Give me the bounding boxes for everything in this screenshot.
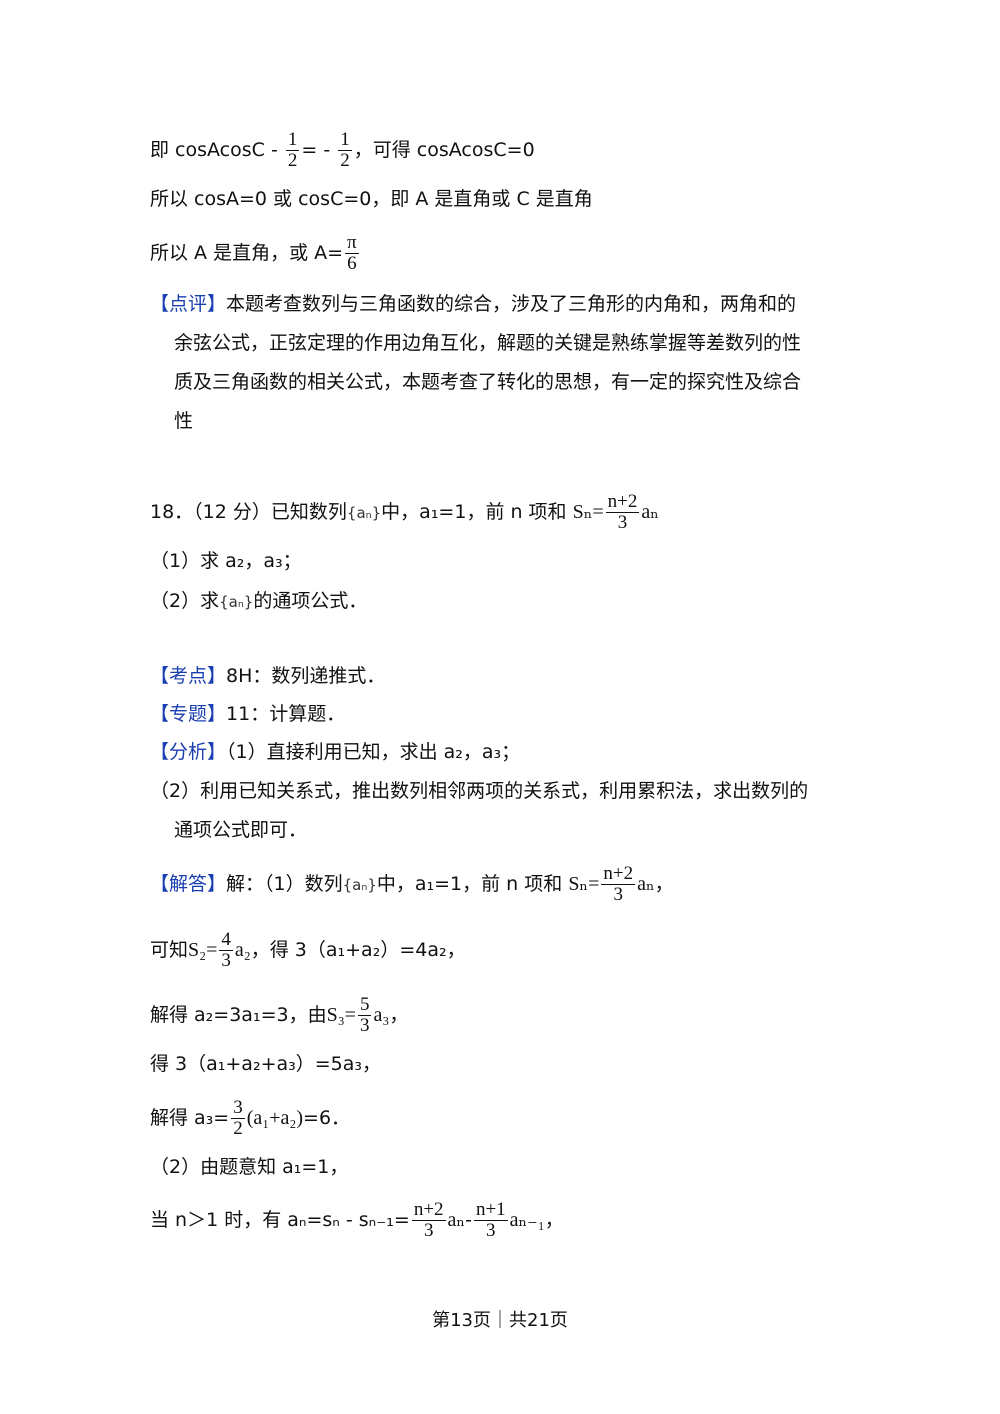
solution-line-6: （2）由题意知 a₁=1， (150, 1156, 349, 1178)
comment-line-3: 质及三角函数的相关公式，本题考查了转化的思想，有一定的探究性及综合 (174, 371, 802, 393)
line-text: ，得 3（a₁+a₂）=4a₂， (250, 939, 466, 961)
page-footer: 第13页｜共21页 (432, 1310, 568, 1331)
line-text: 所以 A 是直角，或 A= (150, 242, 344, 264)
fraction-numerator: n+1 (473, 1199, 508, 1221)
line-text: 8H：数列递推式． (226, 665, 386, 687)
line-text: ， (389, 1004, 409, 1026)
line-text: 中，a₁=1，前 n 项和 (381, 501, 567, 523)
line-text: 解得 a₃= (150, 1107, 230, 1129)
line-text: 即 cosAcosC - (150, 139, 278, 161)
line-text: 当 n＞1 时，有 aₙ=sₙ - sₙ₋₁= (150, 1209, 410, 1231)
line-text: 本题考查数列与三角函数的综合，涉及了三角形的内角和，两角和的 (226, 293, 797, 315)
sequence-symbol: {aₙ} (219, 593, 254, 611)
math-symbol: S₂= (188, 939, 218, 961)
line-text: 可知 (150, 939, 189, 961)
line-text: - (465, 1209, 472, 1231)
sequence-symbol: {aₙ} (342, 876, 377, 894)
fenxi-tag: 【分析】 (150, 741, 227, 763)
fraction-denominator: 3 (359, 1015, 370, 1036)
line-text: =6． (303, 1107, 351, 1129)
line-text: 11：计算题． (226, 703, 346, 725)
math-symbol: Sₙ= (572, 501, 604, 523)
fraction-denominator: 3 (486, 1220, 496, 1241)
fraction-numerator: 4 (219, 929, 233, 951)
comment-line-1: 【点评】本题考查数列与三角函数的综合，涉及了三角形的内角和，两角和的 (150, 290, 796, 318)
math-expression: (a₁+a₂) (246, 1107, 304, 1129)
fraction-numerator: n+2 (601, 863, 636, 885)
math-symbol: aₙ (447, 1209, 466, 1231)
fraction-denominator: 3 (613, 884, 623, 905)
question-2: （2）求{aₙ}的通项公式． (150, 587, 367, 616)
math-symbol: aₙ (637, 873, 655, 895)
fraction-denominator: 2 (287, 150, 298, 171)
fenxi-line-2: （2）利用已知关系式，推出数列相邻两项的关系式，利用累积法，求出数列的 (150, 780, 809, 802)
fraction-numerator: π (345, 232, 359, 254)
line-text: ，可得 cosAcosC=0 (353, 139, 535, 161)
kaodian-line: 【考点】8H：数列递推式． (150, 662, 385, 690)
zhuanti-tag: 【专题】 (150, 703, 227, 725)
line-text: 解得 a₂=3a₁=3，由 (150, 1004, 327, 1026)
zhuanti-line: 【专题】11：计算题． (150, 700, 345, 728)
math-symbol: aₙ (641, 501, 659, 523)
fenxi-line-1: 【分析】（1）直接利用已知，求出 a₂，a₃； (150, 738, 520, 766)
line-text: （1）直接利用已知，求出 a₂，a₃； (226, 741, 521, 763)
fraction-denominator: 3 (221, 950, 231, 971)
fraction-denominator: 3 (423, 1220, 434, 1241)
comment-tag: 【点评】 (150, 293, 227, 315)
line-text: ， (654, 873, 674, 895)
text-line: 所以 cosA=0 或 cosC=0，即 A 是直角或 C 是直角 (150, 188, 593, 210)
line-text: 中，a₁=1，前 n 项和 (376, 873, 563, 895)
fraction-numerator: n+2 (411, 1199, 446, 1221)
math-symbol: S₃= (326, 1004, 356, 1026)
fraction-denominator: 2 (233, 1118, 243, 1139)
line-text: 18．（12 分）已知数列 (150, 501, 347, 523)
solution-tag: 【解答】 (150, 873, 227, 895)
kaodian-tag: 【考点】 (150, 665, 227, 687)
fraction-denominator: 6 (347, 253, 357, 274)
line-text: 解：（1）数列 (226, 873, 343, 895)
solution-line-4: 得 3（a₁+a₂+a₃）=5a₃， (150, 1053, 382, 1075)
line-text: = - (301, 139, 331, 161)
math-symbol: Sₙ= (568, 873, 600, 895)
math-symbol: a₂ (234, 939, 251, 961)
fraction-numerator: n+2 (605, 491, 640, 513)
math-symbol: a₃ (373, 1004, 390, 1026)
math-symbol: aₙ₋₁ (509, 1209, 545, 1231)
fraction-denominator: 3 (617, 512, 628, 533)
fenxi-line-3: 通项公式即可． (174, 819, 308, 841)
fraction-numerator: 1 (285, 129, 300, 151)
line-text: ， (544, 1209, 564, 1231)
fraction-numerator: 5 (357, 994, 372, 1016)
fraction-denominator: 2 (340, 150, 350, 171)
fraction-numerator: 3 (231, 1097, 245, 1119)
question-1: （1）求 a₂，a₃； (150, 550, 302, 572)
comment-line-4: 性 (174, 410, 194, 432)
comment-line-2: 余弦公式，正弦定理的作用边角互化，解题的关键是熟练掌握等差数列的性 (174, 332, 802, 354)
line-text: 的通项公式． (253, 590, 368, 612)
fraction-numerator: 1 (338, 129, 352, 151)
sequence-symbol: {aₙ} (346, 504, 382, 522)
line-text: （2）求 (150, 590, 220, 612)
